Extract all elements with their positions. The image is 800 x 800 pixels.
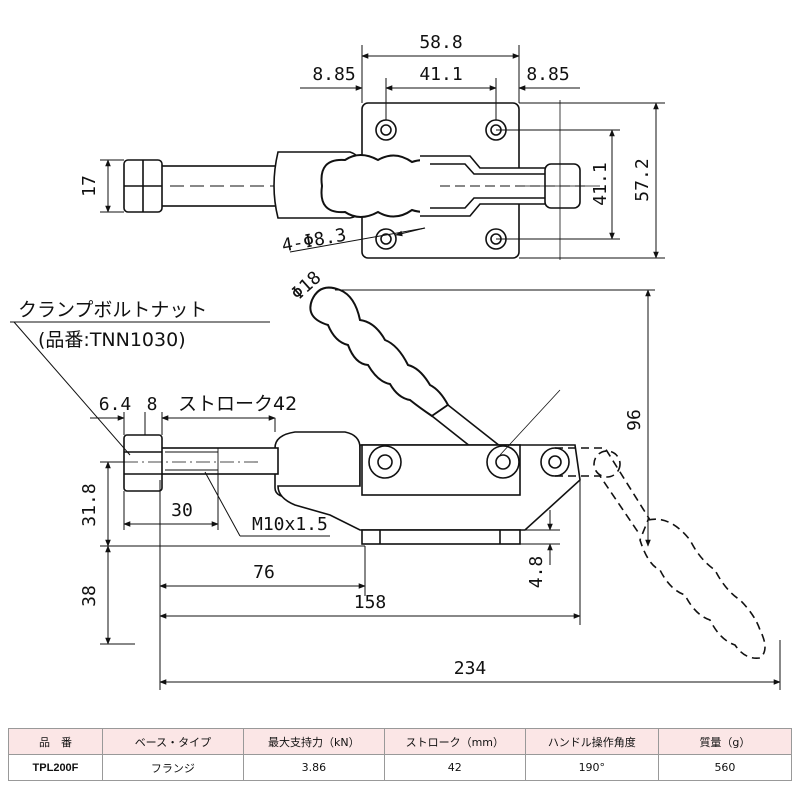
side-hex-nut xyxy=(123,434,163,492)
dim-48: 4.8 xyxy=(526,556,547,589)
dim-318: 31.8 xyxy=(79,483,100,526)
header-base-type: ベース・タイプ xyxy=(101,728,244,755)
header-stroke: ストローク（mm） xyxy=(383,728,526,755)
dim-nut2: 8 xyxy=(147,394,158,415)
header-mass: 質量（g） xyxy=(657,728,793,755)
dim-234: 234 xyxy=(454,658,487,679)
dim-hole-edge-right: 8.85 xyxy=(526,64,569,85)
table-row: TPL200F フランジ 3.86 42 190° 560 xyxy=(8,754,793,781)
spec-table: 品 番 ベース・タイプ 最大支持力（kN） ストローク（mm） ハンドル操作角度… xyxy=(8,728,793,781)
header-handle-angle: ハンドル操作角度 xyxy=(524,728,659,755)
top-dimensions xyxy=(100,45,665,259)
cell-part-number: TPL200F xyxy=(8,754,103,781)
dim-76: 76 xyxy=(253,562,275,583)
cell-handle-angle: 190° xyxy=(524,754,659,781)
side-handle-lowered xyxy=(555,447,766,660)
stroke-label: ストローク42 xyxy=(178,393,297,415)
thread-section xyxy=(165,448,219,474)
dim-hole-pitch-x: 41.1 xyxy=(419,64,462,85)
callout-name: クランプボルトナット xyxy=(18,299,207,321)
spec-header-row: 品 番 ベース・タイプ 最大支持力（kN） ストローク（mm） ハンドル操作角度… xyxy=(8,728,793,755)
dim-width-overall: 58.8 xyxy=(419,32,462,53)
dim-30: 30 xyxy=(171,500,193,521)
dim-nut: 6.4 xyxy=(99,394,132,415)
dim-hole-pitch-y: 41.1 xyxy=(590,162,611,205)
top-view xyxy=(123,100,600,260)
dim-38: 38 xyxy=(79,585,100,607)
side-view xyxy=(100,286,766,660)
dim-holes-label: 4-Φ8.3 xyxy=(280,225,348,257)
cell-base-type: フランジ xyxy=(101,754,244,781)
side-dimensions xyxy=(10,289,781,690)
cell-stroke: 42 xyxy=(383,754,526,781)
thread-label: M10x1.5 xyxy=(252,514,328,535)
header-max-force: 最大支持力（kN） xyxy=(242,728,385,755)
cell-max-force: 3.86 xyxy=(242,754,385,781)
cell-mass: 560 xyxy=(657,754,793,781)
dim-hole-edge-left: 8.85 xyxy=(312,64,355,85)
header-part-number: 品 番 xyxy=(8,728,103,755)
dim-96: 96 xyxy=(624,409,645,431)
clamp-drawing: 58.8 8.85 41.1 8.85 17 41.1 57.2 4-Φ8.3 xyxy=(10,32,781,690)
side-handle-raised xyxy=(309,286,450,418)
callout-part: (品番:TNN1030) xyxy=(38,329,186,351)
dim-158: 158 xyxy=(354,592,387,613)
dim-hex-size: 17 xyxy=(79,175,100,197)
dim-base-height: 57.2 xyxy=(632,158,653,201)
side-flange xyxy=(361,529,521,545)
